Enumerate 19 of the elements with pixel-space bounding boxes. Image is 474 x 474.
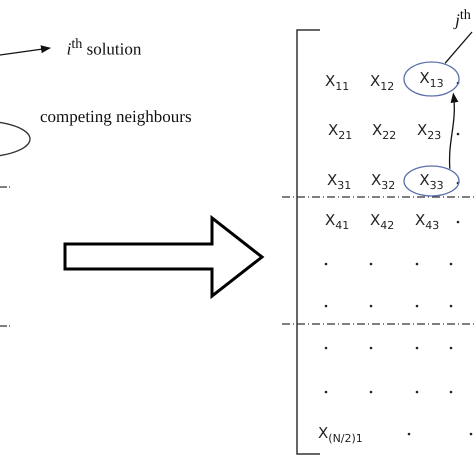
matrix-entry: X$_{41}$ (325, 211, 350, 232)
arrow (448, 92, 458, 169)
circled-entry: X$_{33}$ (403, 165, 460, 197)
matrix-entry: X$_{43}$ (415, 211, 440, 232)
matrix-entry: X$_{11}$ (325, 72, 350, 93)
matrix-entry: X$_{(N/2)1}$ (318, 424, 363, 445)
leader-line (444, 32, 472, 64)
annotation-text: competing neighbours (40, 107, 192, 127)
annotation-text: i$^{th}$ solution (52, 36, 156, 60)
matrix-entry: X$_{31}$ (327, 171, 352, 192)
matrix-entry: X$_{42}$ (370, 211, 394, 232)
matrix-entry: X$_{22}$ (372, 121, 396, 142)
arrow (0, 45, 51, 56)
matrix-entry: X$_{21}$ (328, 121, 352, 142)
circled-entry: X$_{13}$ (403, 61, 460, 97)
matrix-entry: X$_{32}$ (371, 171, 396, 192)
matrix-entry: X$_{23}$ (417, 121, 442, 142)
matrix-entry: X$_{12}$ (370, 72, 394, 93)
annotation-text: j$^{th}$ (452, 8, 474, 30)
